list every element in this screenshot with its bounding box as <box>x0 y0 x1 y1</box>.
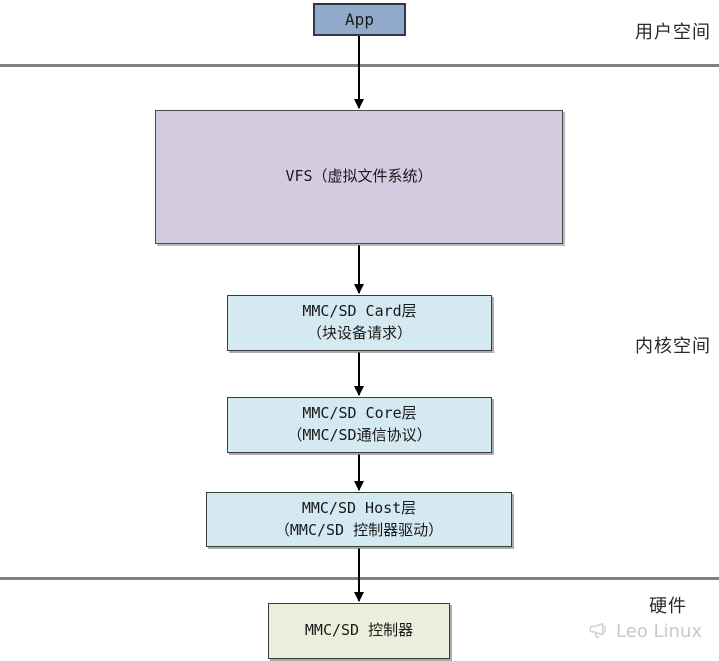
arrow-down-icon <box>354 99 364 109</box>
host-layer-title: MMC/SD Host层 <box>301 498 417 517</box>
core-layer-title: MMC/SD Core层 <box>302 404 417 423</box>
mmc-sd-controller-node: MMC/SD 控制器 <box>268 603 450 659</box>
card-layer-subtitle: （块设备请求） <box>306 324 412 342</box>
watermark: Leo Linux <box>588 620 702 642</box>
mmc-sd-card-layer-node: MMC/SD Card层 （块设备请求） <box>227 295 492 351</box>
vfs-node: VFS（虚拟文件系统） <box>155 110 563 244</box>
watermark-text: Leo Linux <box>616 620 703 642</box>
megaphone-icon <box>588 620 610 642</box>
arrow-core-to-host <box>354 454 364 491</box>
arrow-down-icon <box>354 481 364 491</box>
arrow-down-icon <box>354 592 364 602</box>
kernel-space-region-label: 内核空间 <box>635 336 711 357</box>
arrow-down-icon <box>354 284 364 294</box>
arrow-host-to-controller <box>354 548 364 602</box>
user-space-region-label: 用户空间 <box>635 22 711 43</box>
core-layer-subtitle: （MMC/SD通信协议） <box>287 426 432 444</box>
arrow-vfs-to-card <box>354 245 364 294</box>
arrow-card-to-core <box>354 352 364 396</box>
host-layer-subtitle: （MMC/SD 控制器驱动） <box>274 520 444 539</box>
mmc-sd-host-layer-node: MMC/SD Host层 （MMC/SD 控制器驱动） <box>206 492 512 547</box>
arrow-down-icon <box>354 386 364 396</box>
arrow-app-to-vfs <box>354 36 364 109</box>
mmc-sd-core-layer-node: MMC/SD Core层 （MMC/SD通信协议） <box>227 397 492 453</box>
vfs-node-label: VFS（虚拟文件系统） <box>285 167 433 186</box>
controller-node-label: MMC/SD 控制器 <box>304 621 414 640</box>
hardware-region-label: 硬件 <box>649 596 687 617</box>
app-node-label: App <box>345 9 374 29</box>
card-layer-title: MMC/SD Card层 <box>302 302 417 321</box>
app-node: App <box>313 3 406 36</box>
